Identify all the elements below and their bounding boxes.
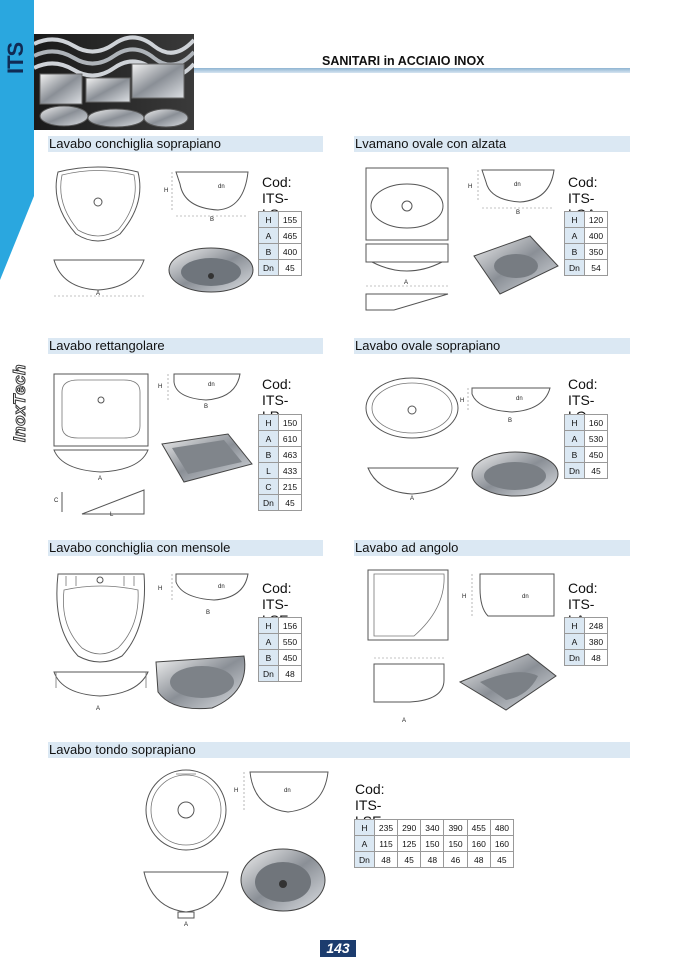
product-drawing: A C L H B dn (53, 373, 241, 518)
product-title: Lavabo tondo soprapiano (48, 742, 630, 758)
svg-text:dn: dn (284, 788, 291, 794)
page-title: SANITARI in ACCIAIO INOX (322, 54, 485, 68)
product-title: Lavabo conchiglia soprapiano (48, 136, 323, 152)
product-drawing: A H dn (143, 769, 329, 928)
svg-text:C: C (54, 498, 59, 504)
svg-text:A: A (96, 706, 100, 712)
svg-text:A: A (184, 922, 188, 928)
svg-text:dn: dn (516, 396, 523, 402)
svg-text:A: A (96, 291, 100, 297)
svg-text:dn: dn (522, 594, 529, 600)
product-photo (458, 653, 557, 711)
product-photo (471, 451, 559, 497)
svg-text:B: B (508, 418, 512, 424)
svg-text:dn: dn (218, 584, 225, 590)
svg-text:B: B (516, 210, 520, 216)
product-drawing: A H B dn (53, 573, 249, 712)
svg-text:L: L (110, 512, 114, 518)
svg-text:A: A (410, 496, 414, 502)
product-photo (155, 655, 246, 710)
product-title: Lavabo ovale soprapiano (354, 338, 630, 354)
svg-text:dn: dn (514, 182, 521, 188)
svg-text:H: H (462, 594, 466, 600)
svg-text:dn: dn (218, 184, 225, 190)
product-drawing: A H B dn (365, 167, 555, 311)
svg-text:H: H (158, 384, 162, 390)
svg-text:H: H (164, 188, 168, 194)
page-number: 143 (320, 940, 356, 957)
svg-text:B: B (210, 217, 214, 223)
product-drawing: A H dn (367, 569, 555, 724)
svg-text:dn: dn (208, 382, 215, 388)
product-photo (168, 247, 254, 293)
its-logo: ITS (3, 42, 28, 74)
svg-text:B: B (206, 610, 210, 616)
product-title: Lvamano ovale con alzata (354, 136, 630, 152)
product-title: Lavabo conchiglia con mensole (48, 540, 323, 556)
svg-text:H: H (468, 184, 472, 190)
product-photo (473, 235, 559, 295)
product-photo (240, 848, 326, 912)
inoxtech-logo: InoxTech (10, 364, 30, 443)
svg-text:A: A (98, 476, 102, 482)
header-rule (194, 68, 630, 73)
svg-text:H: H (460, 398, 464, 404)
svg-text:A: A (402, 718, 406, 724)
product-drawing: A H B dn (53, 166, 249, 297)
product-drawing: A H B dn (365, 377, 551, 502)
svg-text:A: A (404, 280, 408, 286)
header-photo (34, 34, 194, 130)
product-photo (161, 433, 253, 483)
product-title: Lavabo ad angolo (354, 540, 630, 556)
svg-text:H: H (158, 586, 162, 592)
svg-text:H: H (234, 788, 238, 794)
product-title: Lavabo rettangolare (48, 338, 323, 354)
svg-text:B: B (204, 404, 208, 410)
